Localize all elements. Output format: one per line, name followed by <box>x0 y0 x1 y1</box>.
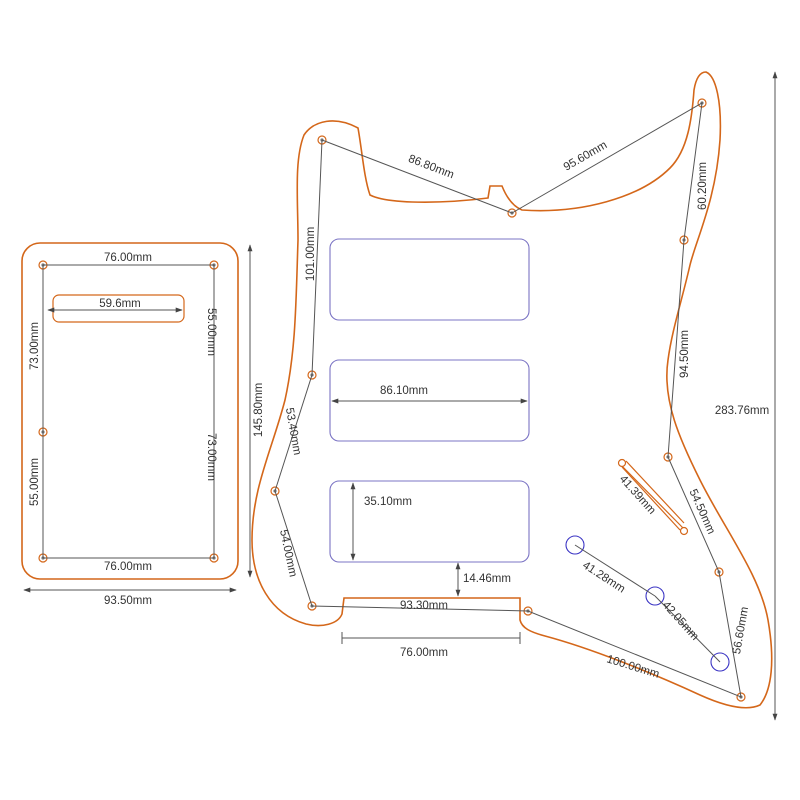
pickup-slot-bridge <box>329 480 530 563</box>
right-edge-upper-label: 94.50mm <box>679 330 691 378</box>
top-left-span-label: 86.80mm <box>407 153 456 181</box>
tone-pot-hole <box>710 652 730 672</box>
cover-left-upper-label: 73.00mm <box>29 322 41 370</box>
cover-plate-outline <box>21 242 239 580</box>
cover-overall-width-label: 93.50mm <box>104 595 152 607</box>
overall-height-label: 283.76mm <box>715 405 769 417</box>
volume-pot-hole <box>565 535 585 555</box>
pot-spacing-1-label: 41.28mm <box>580 559 627 595</box>
dim-line <box>654 595 721 663</box>
pot-spacing-2-label: 42.05mm <box>660 599 701 643</box>
cover-slot-label: 59.6mm <box>99 298 141 310</box>
cover-right-upper-label: 55.00mm <box>205 308 217 356</box>
tone-pot-hole <box>645 586 665 606</box>
dim-line <box>321 102 703 458</box>
horn-drop-label: 60.20mm <box>697 162 709 210</box>
cover-left-lower-label: 55.00mm <box>29 458 41 506</box>
dim-line <box>574 544 656 597</box>
bottom-right-edge-label: 56.60mm <box>731 606 751 655</box>
top-right-span-label: 95.60mm <box>562 139 610 173</box>
bottom-span-label: 100.00mm <box>605 653 660 680</box>
cover-width-bottom-label: 76.00mm <box>104 561 152 573</box>
neck-span-label: 93.30mm <box>400 600 448 612</box>
pickup-height-label: 35.10mm <box>364 496 412 508</box>
switch-slot-label: 41.39mm <box>617 473 658 517</box>
neck-cutout-width-label: 76.00mm <box>400 647 448 659</box>
pickup-slot-middle <box>329 359 530 442</box>
switch-slot <box>617 458 689 536</box>
pickup-slot-neck <box>329 238 530 321</box>
pickup-to-cutout-label: 14.46mm <box>463 573 511 585</box>
dim-line <box>274 139 742 698</box>
cover-width-top-label: 76.00mm <box>104 252 152 264</box>
cover-plate: 76.00mm 59.6mm 76.00mm 73.00mm 55.00mm 5… <box>21 242 265 607</box>
left-edge-upper-label: 101.00mm <box>305 227 317 281</box>
cover-height-label: 145.80mm <box>253 383 265 437</box>
pickguard: 86.80mm 95.60mm 60.20mm 94.50mm 54.50mm … <box>251 71 778 721</box>
right-edge-lower-label: 54.50mm <box>687 487 717 536</box>
pickguard-outline <box>251 71 773 709</box>
pickup-length-label: 86.10mm <box>380 385 428 397</box>
cover-right-lower-label: 73.00mm <box>205 433 217 481</box>
